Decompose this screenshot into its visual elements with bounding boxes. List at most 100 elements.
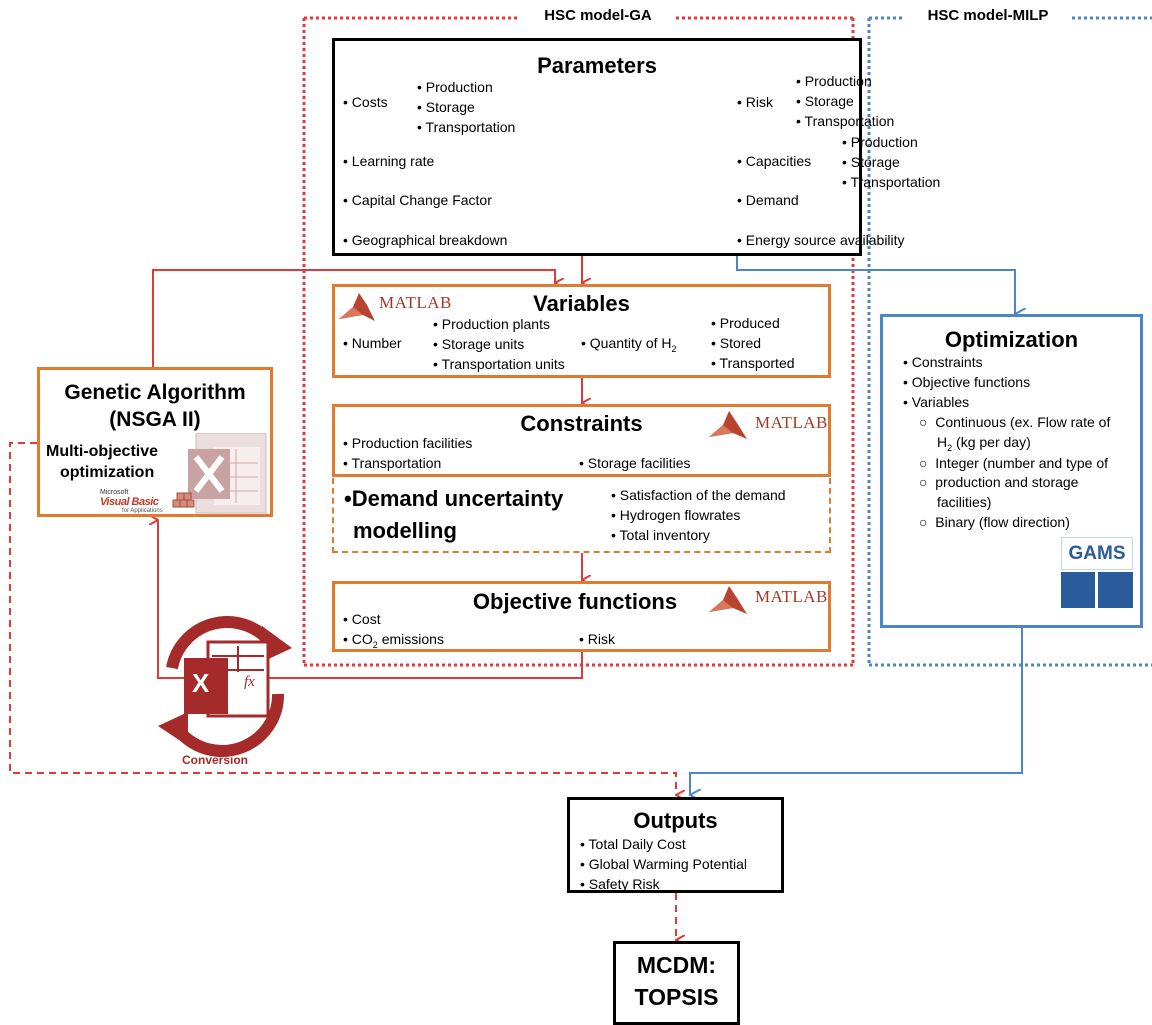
param-capacities-item: Transportation bbox=[842, 174, 941, 191]
matlab-wordmark: MATLAB bbox=[379, 293, 452, 312]
output-item: Total Daily Cost bbox=[580, 836, 686, 853]
gams-wordmark: GAMS bbox=[1068, 543, 1126, 564]
constraint-item: Production facilities bbox=[343, 435, 473, 452]
vba-blocks-icon bbox=[172, 492, 195, 508]
vba-tail-text: for Applications bbox=[122, 508, 163, 514]
ga-title-line2: (NSGA II) bbox=[109, 408, 201, 431]
param-risk-item: Storage bbox=[796, 93, 854, 110]
param-risk: Risk bbox=[737, 94, 773, 111]
demand-item: Hydrogen flowrates bbox=[611, 507, 741, 524]
param-costs-item: Transportation bbox=[417, 119, 516, 136]
matlab-membrane-icon bbox=[339, 293, 375, 321]
param-capacities: Capacities bbox=[737, 153, 811, 170]
variables-title: Variables bbox=[533, 291, 630, 316]
constraints-box: Constraints MATLAB Production facilities… bbox=[332, 404, 831, 477]
vba-big-text: Visual Basic bbox=[100, 496, 159, 508]
constraint-item: Storage facilities bbox=[579, 455, 691, 472]
ga-sub-line2: optimization bbox=[60, 464, 155, 481]
optimization-sub-text: 2 bbox=[947, 442, 953, 453]
var-quantity-item: Transported bbox=[711, 355, 795, 372]
optimization-sub-text: Integer (number and type of bbox=[935, 455, 1109, 471]
conversion-label: Conversion bbox=[182, 753, 249, 767]
vba-logo: Microsoft Visual Basic for Applications bbox=[100, 489, 196, 515]
param-energy: Energy source availability bbox=[737, 232, 905, 249]
milp-region-border bbox=[867, 16, 1152, 667]
ga-sub-line1: Multi-objective bbox=[46, 443, 159, 460]
mcdm-line2: TOPSIS bbox=[634, 984, 719, 1010]
matlab-wordmark: MATLAB bbox=[755, 587, 828, 606]
demand-uncertainty-box: •Demand uncertainty modelling Satisfacti… bbox=[332, 478, 831, 553]
optimization-sub-integer: ○ Integer (number and type of bbox=[919, 455, 1109, 471]
matlab-logo: MATLAB bbox=[707, 409, 831, 443]
excel-cycle-icon bbox=[158, 616, 292, 757]
param-risk-item: Production bbox=[796, 73, 872, 90]
optimization-item: Constraints bbox=[903, 354, 983, 371]
optimization-sub-production: ○ production and storage bbox=[919, 474, 1079, 490]
optimization-sub-text: Binary (flow direction) bbox=[935, 514, 1070, 530]
objective-cost: Cost bbox=[343, 611, 381, 628]
gams-logo: GAMS bbox=[1061, 537, 1133, 609]
param-capital-change: Capital Change Factor bbox=[343, 192, 492, 209]
var-quantity-text: Quantity of H bbox=[589, 335, 672, 351]
excel-icon bbox=[188, 433, 267, 514]
outputs-box: Outputs Total Daily Cost Global Warming … bbox=[567, 797, 784, 893]
constraints-title: Constraints bbox=[520, 411, 643, 436]
objective-co2-text: CO bbox=[351, 631, 373, 647]
excel-x-letter: X bbox=[192, 668, 210, 698]
ga-title-line1: Genetic Algorithm bbox=[64, 381, 246, 404]
optimization-sub-text: production and storage bbox=[935, 474, 1079, 490]
mcdm-box: MCDM: TOPSIS bbox=[613, 941, 740, 1025]
objectives-title: Objective functions bbox=[472, 589, 678, 614]
demand-item: Satisfaction of the demand bbox=[611, 487, 786, 504]
output-item: Safety Risk bbox=[580, 876, 660, 893]
param-capacities-item: Storage bbox=[842, 154, 900, 171]
matlab-logo: MATLAB bbox=[337, 291, 451, 325]
milp-region-label: HSC model-MILP bbox=[927, 7, 1049, 24]
var-quantity-sub: 2 bbox=[671, 343, 677, 354]
ga-region-label: HSC model-GA bbox=[544, 7, 652, 24]
param-costs: Costs bbox=[343, 94, 388, 111]
genetic-algorithm-box: Genetic Algorithm (NSGA II) Multi-object… bbox=[37, 367, 273, 517]
var-quantity: Quantity of H2 bbox=[581, 335, 677, 358]
conversion-icon-group: X fx Conversion bbox=[150, 612, 300, 767]
matlab-membrane-icon bbox=[709, 411, 747, 439]
ga-region-border bbox=[302, 16, 855, 667]
optimization-sub-binary: ○ Binary (flow direction) bbox=[919, 514, 1070, 530]
parameters-title: Parameters bbox=[537, 53, 657, 78]
optimization-item: Variables bbox=[903, 394, 969, 411]
var-number: Number bbox=[343, 335, 402, 352]
optimization-sub-continuous: ○ Continuous (ex. Flow rate of bbox=[919, 414, 1111, 430]
output-item: Global Warming Potential bbox=[580, 856, 747, 873]
param-costs-item: Storage bbox=[417, 99, 475, 116]
param-demand: Demand bbox=[737, 192, 799, 209]
objectives-box: Objective functions MATLAB Cost CO2 emis… bbox=[332, 581, 831, 652]
objective-co2-tail: emissions bbox=[377, 631, 444, 647]
param-risk-item: Transportation bbox=[796, 113, 895, 130]
objective-risk: Risk bbox=[579, 631, 615, 648]
blue-flow-arrows bbox=[689, 256, 1022, 795]
objective-co2: CO2 emissions bbox=[343, 631, 444, 654]
constraint-item: Transportation bbox=[343, 455, 442, 472]
param-learning-rate: Learning rate bbox=[343, 153, 435, 170]
objective-co2-sub: 2 bbox=[372, 639, 378, 650]
optimization-title: Optimization bbox=[944, 327, 1079, 352]
param-costs-item: Production bbox=[417, 79, 493, 96]
var-quantity-item: Stored bbox=[711, 335, 761, 352]
matlab-logo: MATLAB bbox=[707, 584, 831, 618]
mcdm-line1: MCDM: bbox=[636, 952, 717, 978]
var-number-item: Transportation units bbox=[433, 356, 565, 373]
demand-item: Total inventory bbox=[611, 527, 710, 544]
optimization-sub-facilities: facilities) bbox=[937, 494, 992, 510]
optimization-box: Optimization Constraints Objective funct… bbox=[880, 314, 1143, 628]
var-number-item: Production plants bbox=[433, 316, 550, 333]
var-quantity-item: Produced bbox=[711, 315, 780, 332]
optimization-sub-text: Continuous (ex. Flow rate of bbox=[935, 414, 1111, 430]
matlab-wordmark: MATLAB bbox=[755, 413, 828, 432]
red-dashed-arrows bbox=[9, 442, 676, 940]
param-capacities-item: Production bbox=[842, 134, 918, 151]
matlab-membrane-icon bbox=[709, 586, 747, 614]
optimization-sub-text: (kg per day) bbox=[952, 434, 1031, 450]
red-flow-arrows bbox=[153, 256, 582, 679]
var-number-item: Storage units bbox=[433, 336, 525, 353]
demand-title-line1: •Demand uncertainty bbox=[344, 486, 564, 511]
